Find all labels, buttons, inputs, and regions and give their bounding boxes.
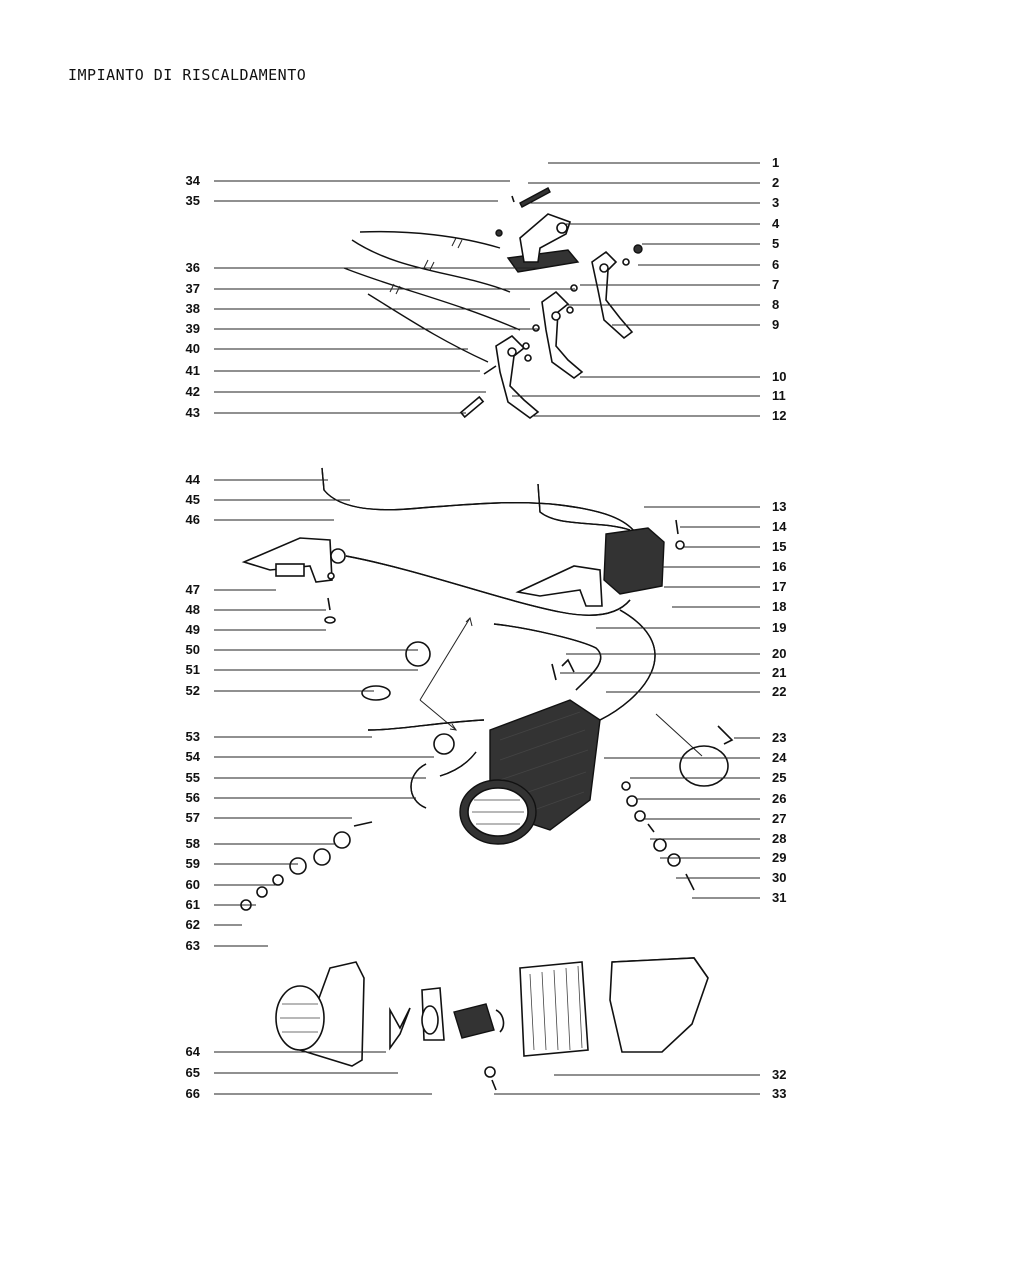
callout-65: 65	[186, 1065, 200, 1080]
callout-63: 63	[186, 938, 200, 953]
callout-7: 7	[772, 277, 779, 292]
callout-52: 52	[186, 683, 200, 698]
callout-32: 32	[772, 1067, 786, 1082]
callout-30: 30	[772, 870, 786, 885]
callout-27: 27	[772, 811, 786, 826]
callout-46: 46	[186, 512, 200, 527]
callout-29: 29	[772, 850, 786, 865]
callout-38: 38	[186, 301, 200, 316]
callout-12: 12	[772, 408, 786, 423]
callout-53: 53	[186, 729, 200, 744]
callout-24: 24	[772, 750, 787, 765]
callout-9: 9	[772, 317, 779, 332]
callout-15: 15	[772, 539, 786, 554]
callout-45: 45	[186, 492, 200, 507]
callout-3: 3	[772, 195, 779, 210]
callout-17: 17	[772, 579, 786, 594]
callout-39: 39	[186, 321, 200, 336]
callout-33: 33	[772, 1086, 786, 1101]
callout-36: 36	[186, 260, 200, 275]
heater-hoses	[321, 467, 656, 809]
callout-59: 59	[186, 856, 200, 871]
callout-58: 58	[186, 836, 200, 851]
heater-box	[459, 527, 665, 845]
arrows	[419, 617, 703, 757]
callout-40: 40	[186, 341, 200, 356]
callout-4: 4	[772, 216, 780, 231]
callout-37: 37	[186, 281, 200, 296]
callout-44: 44	[186, 472, 201, 487]
right-callouts: 1234567891011121314151617181920212223242…	[494, 155, 787, 1101]
callout-48: 48	[186, 602, 200, 617]
control-bracket-assembly	[459, 187, 643, 419]
callout-23: 23	[772, 730, 786, 745]
callout-54: 54	[186, 749, 201, 764]
callout-64: 64	[186, 1044, 201, 1059]
callout-19: 19	[772, 620, 786, 635]
callout-51: 51	[186, 662, 200, 677]
callout-10: 10	[772, 369, 786, 384]
callout-61: 61	[186, 897, 200, 912]
callout-20: 20	[772, 646, 786, 661]
page-title: IMPIANTO DI RISCALDAMENTO	[68, 66, 307, 84]
callout-21: 21	[772, 665, 786, 680]
callout-22: 22	[772, 684, 786, 699]
parts-illustration	[240, 187, 734, 1091]
callout-60: 60	[186, 877, 200, 892]
callout-56: 56	[186, 790, 200, 805]
callout-35: 35	[186, 193, 200, 208]
callout-26: 26	[772, 791, 786, 806]
callout-57: 57	[186, 810, 200, 825]
callout-16: 16	[772, 559, 786, 574]
callout-47: 47	[186, 582, 200, 597]
callout-62: 62	[186, 917, 200, 932]
bottom-components	[275, 957, 709, 1091]
callout-8: 8	[772, 297, 779, 312]
left-callouts: 34 35 36 37 38 39 40 41 42 43 44 45 46 47 48 49 50 51 52 53…	[186, 173, 575, 1101]
callout-13: 13	[772, 499, 786, 514]
callout-1: 1	[772, 155, 779, 170]
callout-66: 66	[186, 1086, 200, 1101]
callout-31: 31	[772, 890, 786, 905]
small-hardware	[240, 519, 734, 911]
callout-55: 55	[186, 770, 200, 785]
callout-6: 6	[772, 257, 779, 272]
callout-41: 41	[186, 363, 200, 378]
callout-5: 5	[772, 236, 779, 251]
callout-25: 25	[772, 770, 786, 785]
support-brackets	[241, 537, 603, 624]
callout-14: 14	[772, 519, 787, 534]
callout-43: 43	[186, 405, 200, 420]
callout-28: 28	[772, 831, 786, 846]
callout-11: 11	[772, 388, 786, 403]
callout-50: 50	[186, 642, 200, 657]
control-cables	[343, 230, 521, 363]
callout-34: 34	[186, 173, 201, 188]
callout-2: 2	[772, 175, 779, 190]
callout-18: 18	[772, 599, 786, 614]
callout-42: 42	[186, 384, 200, 399]
callout-49: 49	[186, 622, 200, 637]
